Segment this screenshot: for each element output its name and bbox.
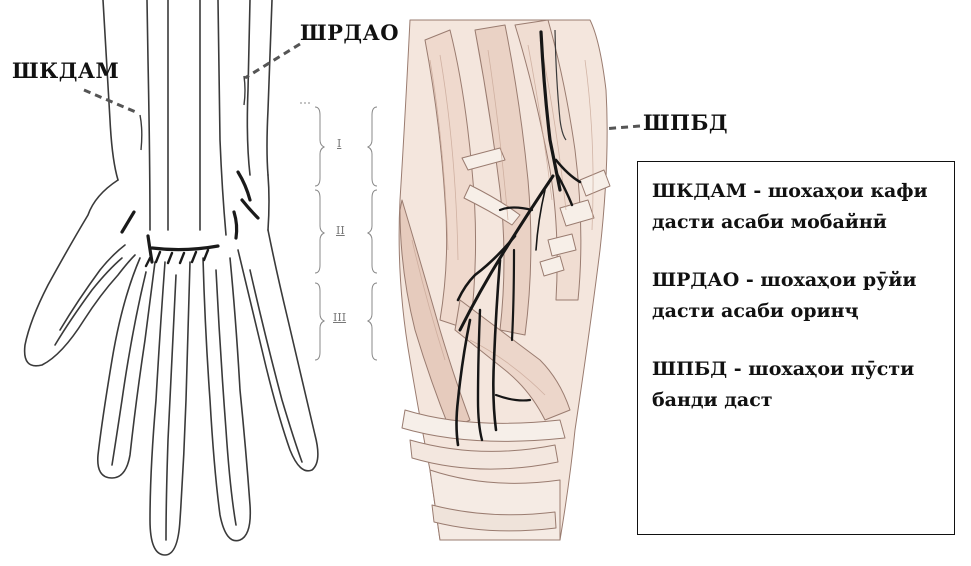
legend-shkdam-line1: ШКДАМ - шохаҳои кафи: [652, 180, 928, 202]
hand-nerve-marks: [122, 172, 258, 262]
label-shpbd: ШПБД: [643, 110, 728, 135]
ring-finger-inner: [216, 270, 236, 525]
leader-shkdam: [84, 90, 138, 113]
legend-shrdao-line2: дасти асаби оринҷ: [652, 300, 859, 322]
wrist-dissection: [399, 20, 610, 540]
middle-finger-inner: [166, 275, 176, 540]
forearm-line-4: [218, 0, 226, 235]
thumb-inner-2: [55, 258, 122, 345]
legend-entry-shrdao: ШРДАО - шохаҳои рӯйи дасти асаби оринҷ: [652, 265, 944, 327]
forearm-line-5: [247, 0, 250, 175]
label-shkdam: ШКДАМ: [12, 58, 119, 83]
brace-1-right: [368, 107, 377, 186]
forearm-contour-left: [103, 0, 118, 180]
nerve-mark-right-1: [238, 172, 250, 200]
legend-shpbd-line2: банди даст: [652, 389, 773, 411]
leader-shrdao: [245, 44, 300, 78]
forearm-contour-right: [267, 0, 272, 175]
thumb-inner: [60, 245, 125, 330]
legend-shpbd-line1: ШПБД - шохаҳои пӯсти: [652, 358, 914, 380]
small-nerve-twigs: [140, 76, 245, 150]
nerve-mark-right-3: [234, 212, 237, 238]
zone-mark-2: II: [336, 224, 345, 237]
nerve-mark-thumb: [122, 212, 134, 232]
little-finger-outline: [238, 230, 318, 471]
thumb-outline: [25, 180, 135, 366]
brace-2-left: [315, 190, 324, 273]
ring-finger-outline: [203, 258, 250, 541]
brace-2-right: [368, 190, 377, 273]
legend-box: ШКДАМ - шохаҳои кафи дасти асаби мобайнӣ…: [637, 161, 955, 535]
legend-shrdao-line1: ШРДАО - шохаҳои рӯйи: [652, 269, 917, 291]
hand-outline-drawing: [25, 0, 318, 555]
zone-mark-3: III: [333, 311, 346, 324]
label-shrdao: ШРДАО: [300, 20, 399, 45]
forearm-line-1: [147, 0, 150, 230]
nerve-mark-right-2: [242, 200, 258, 218]
brace-3-left: [315, 283, 324, 360]
brace-1-left: [315, 107, 324, 186]
legend-entry-shkdam: ШКДАМ - шохаҳои кафи дасти асаби мобайнӣ: [652, 176, 944, 238]
hypothenar-outline: [268, 175, 269, 230]
legend-entry-shpbd: ШПБД - шохаҳои пӯсти банди даст: [652, 354, 944, 416]
little-finger-inner: [250, 270, 302, 462]
brace-3-right: [368, 283, 377, 360]
legend-shkdam-line2: дасти асаби мобайнӣ: [652, 211, 887, 233]
zone-mark-1: I: [337, 137, 341, 150]
